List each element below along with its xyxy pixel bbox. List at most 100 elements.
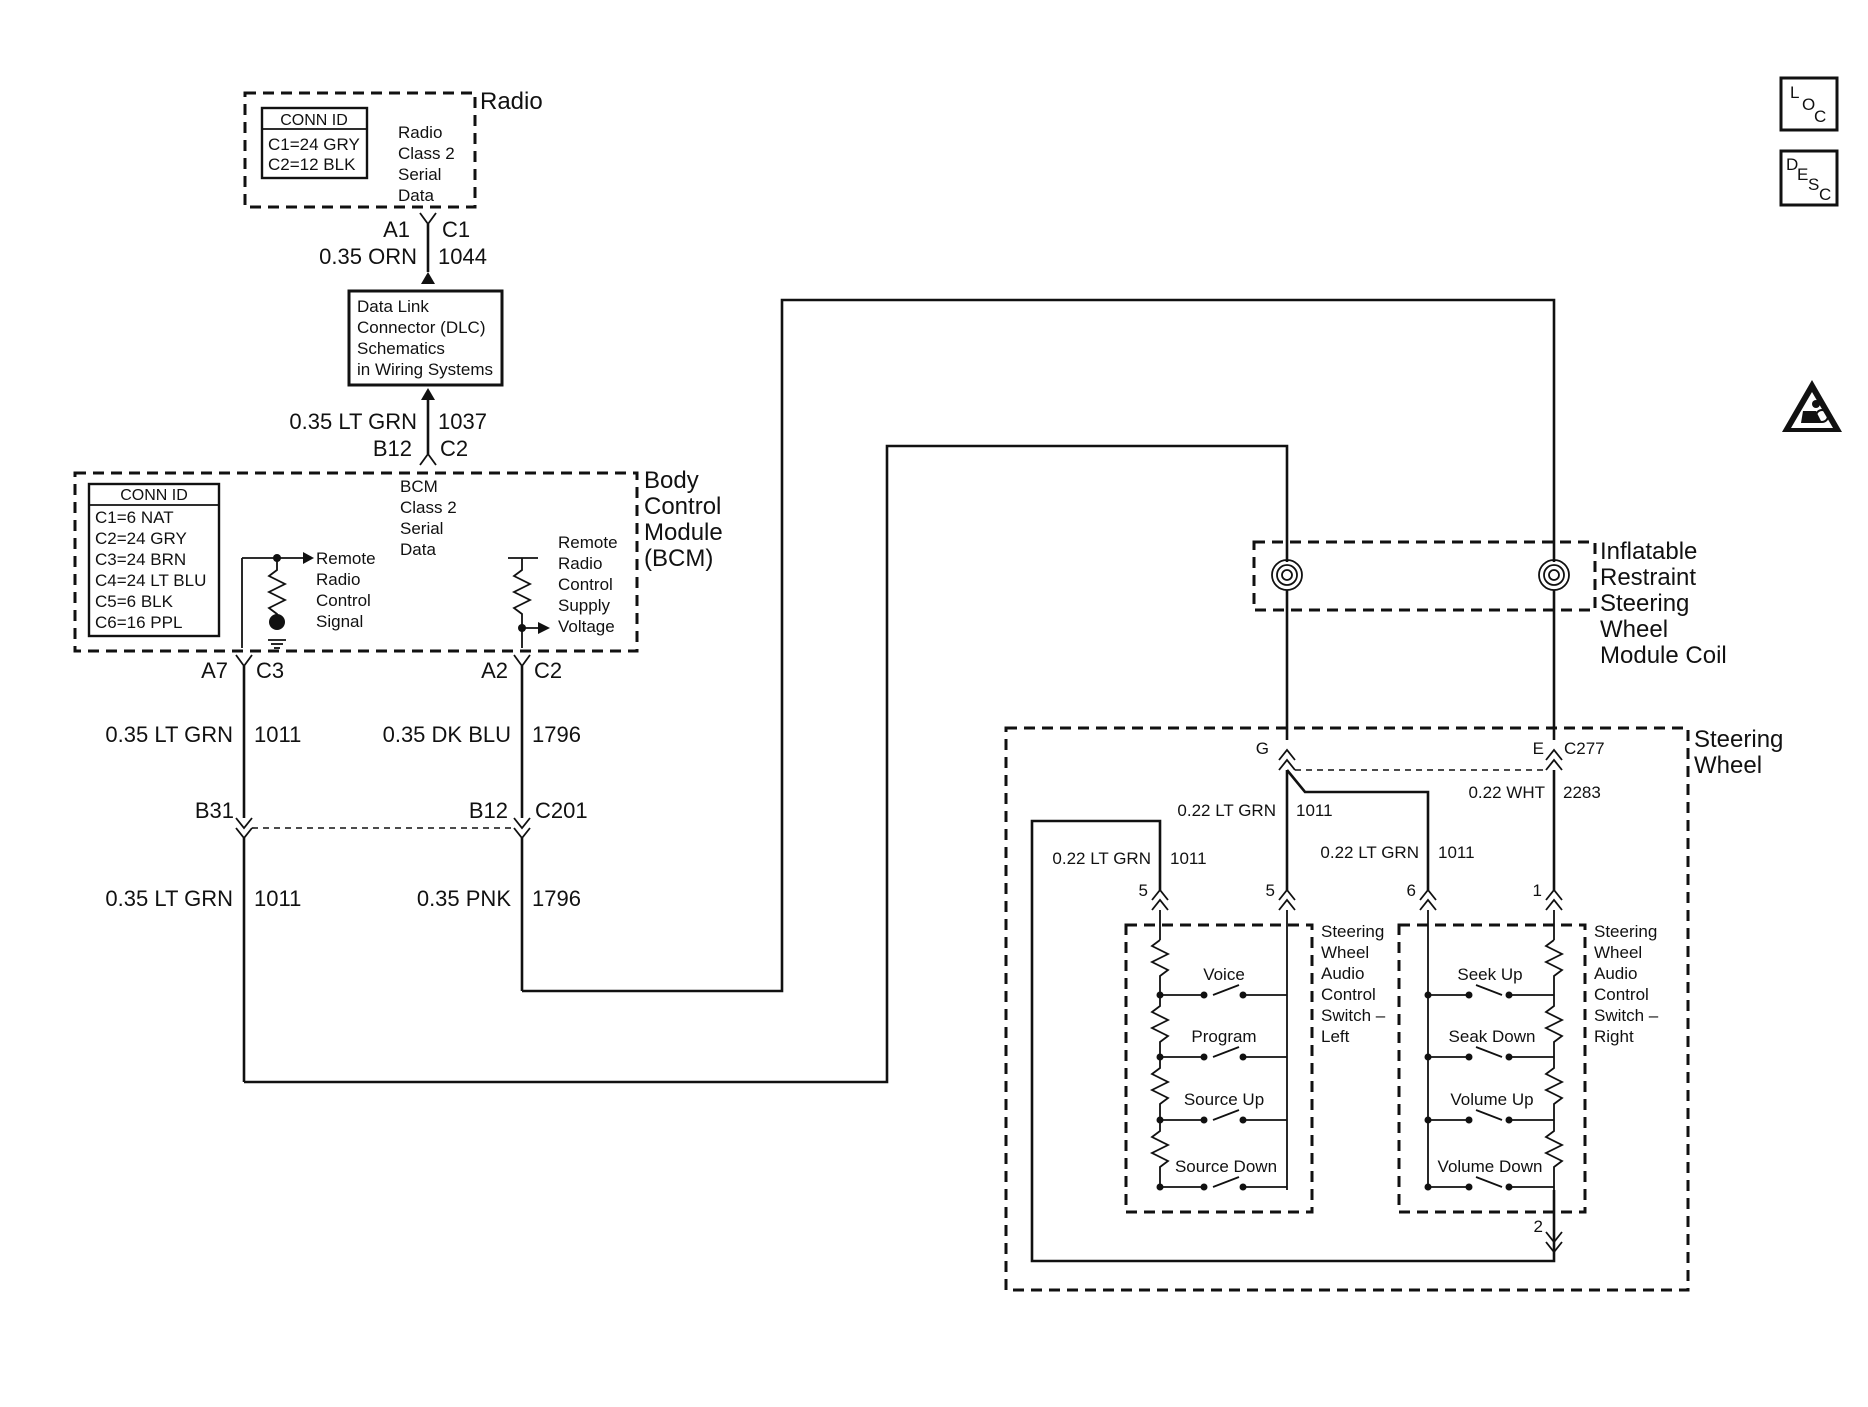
svg-text:Remote: Remote bbox=[316, 549, 376, 568]
svg-text:E: E bbox=[1797, 165, 1808, 184]
svg-text:Program: Program bbox=[1191, 1027, 1256, 1046]
svg-text:1011: 1011 bbox=[1296, 801, 1333, 820]
radio-conn-id-row: C2=12 BLK bbox=[268, 155, 356, 174]
svg-text:S: S bbox=[1808, 175, 1819, 194]
svg-text:Seek Up: Seek Up bbox=[1457, 965, 1522, 984]
switch-seek-up: Seek Up bbox=[1424, 965, 1554, 999]
svg-text:1011: 1011 bbox=[1170, 849, 1207, 868]
svg-text:Supply: Supply bbox=[558, 596, 610, 615]
svg-text:Body: Body bbox=[644, 467, 699, 494]
svg-text:Wheel: Wheel bbox=[1600, 616, 1668, 643]
svg-text:Voltage: Voltage bbox=[558, 617, 615, 636]
desc-icon[interactable]: D E S C bbox=[1779, 149, 1839, 207]
radio-serial-label: Radio Class 2 Serial Data bbox=[398, 123, 455, 205]
svg-text:Left: Left bbox=[1321, 1027, 1350, 1046]
bcm-serial-label: BCM Class 2 Serial Data bbox=[400, 477, 457, 559]
switch-seek-down: Seak Down bbox=[1424, 1027, 1554, 1061]
svg-text:Wheel: Wheel bbox=[1594, 943, 1642, 962]
svg-text:2: 2 bbox=[1534, 1217, 1543, 1236]
bcm-conn-id-table: CONN ID C1=6 NAT C2=24 GRY C3=24 BRN C4=… bbox=[87, 482, 221, 638]
svg-text:BCM: BCM bbox=[400, 477, 438, 496]
airbag-warning-icon[interactable] bbox=[1782, 380, 1842, 432]
connector-label: C277 bbox=[1564, 739, 1605, 758]
coil-spiral-icon bbox=[1271, 559, 1303, 591]
svg-text:Switch –: Switch – bbox=[1594, 1006, 1659, 1025]
svg-text:in Wiring Systems: in Wiring Systems bbox=[357, 360, 493, 379]
svg-text:5: 5 bbox=[1139, 881, 1148, 900]
svg-text:1011: 1011 bbox=[1438, 843, 1475, 862]
svg-text:Serial: Serial bbox=[400, 519, 443, 538]
svg-text:1796: 1796 bbox=[532, 722, 581, 747]
svg-text:Module: Module bbox=[644, 519, 723, 546]
audio-switch-right: Seek Up Seak Down Volume Up bbox=[1397, 910, 1659, 1214]
svg-text:0.22 LT GRN: 0.22 LT GRN bbox=[1177, 801, 1276, 820]
switch-program: Program bbox=[1156, 1027, 1287, 1061]
svg-text:B31: B31 bbox=[195, 798, 234, 823]
bcm-module: Body Control Module (BCM) CONN ID C1=6 N… bbox=[73, 467, 723, 653]
svg-text:G: G bbox=[1256, 739, 1269, 758]
svg-text:B12: B12 bbox=[469, 798, 508, 823]
svg-text:E: E bbox=[1533, 739, 1544, 758]
svg-text:O: O bbox=[1802, 95, 1815, 114]
svg-text:C3: C3 bbox=[256, 658, 284, 683]
svg-text:L: L bbox=[1790, 83, 1799, 102]
wire-gauge-color: 0.35 LT GRN bbox=[289, 409, 417, 434]
pin-label: A1 bbox=[383, 217, 410, 242]
svg-text:D: D bbox=[1786, 155, 1798, 174]
dlc-box: Data Link Connector (DLC) Schematics in … bbox=[347, 289, 504, 387]
bcm-conn-id-row: C3=24 BRN bbox=[95, 550, 186, 569]
svg-text:Right: Right bbox=[1594, 1027, 1634, 1046]
left-harness: A7 C3 A2 C2 0.35 LT GRN 1011 0.35 DK BLU… bbox=[105, 654, 588, 1082]
svg-text:C2: C2 bbox=[534, 658, 562, 683]
switch-voice: Voice bbox=[1156, 965, 1287, 999]
svg-text:0.22 LT GRN: 0.22 LT GRN bbox=[1052, 849, 1151, 868]
svg-text:Connector (DLC): Connector (DLC) bbox=[357, 318, 486, 337]
inflatable-restraint-coil: Inflatable Restraint Steering Wheel Modu… bbox=[1252, 538, 1727, 740]
svg-text:Module Coil: Module Coil bbox=[1600, 642, 1727, 669]
svg-text:Data: Data bbox=[400, 540, 436, 559]
radio-conn-id-row: C1=24 GRY bbox=[268, 135, 360, 154]
connector-label: C201 bbox=[535, 798, 588, 823]
svg-text:Wheel: Wheel bbox=[1321, 943, 1369, 962]
routing-wires bbox=[244, 298, 1556, 1084]
bcm-conn-id-row: C1=6 NAT bbox=[95, 508, 174, 527]
svg-text:(BCM): (BCM) bbox=[644, 545, 713, 572]
svg-text:0.35 LT GRN: 0.35 LT GRN bbox=[105, 722, 233, 747]
loc-icon[interactable]: L O C bbox=[1779, 76, 1839, 132]
svg-text:A7: A7 bbox=[201, 658, 228, 683]
svg-text:Control: Control bbox=[644, 493, 721, 520]
svg-text:0.35 DK BLU: 0.35 DK BLU bbox=[383, 722, 511, 747]
svg-text:Data: Data bbox=[398, 186, 434, 205]
switch-volume-up: Volume Up bbox=[1424, 1090, 1554, 1124]
svg-text:1011: 1011 bbox=[254, 722, 301, 747]
svg-text:Radio: Radio bbox=[316, 570, 360, 589]
svg-text:6: 6 bbox=[1407, 881, 1416, 900]
radio-conn-id-table: CONN ID C1=24 GRY C2=12 BLK bbox=[260, 106, 369, 180]
bcm-conn-id-row: C2=24 GRY bbox=[95, 529, 187, 548]
svg-text:CONN ID: CONN ID bbox=[120, 487, 188, 504]
svg-text:Source Up: Source Up bbox=[1184, 1090, 1264, 1109]
svg-text:Volume Down: Volume Down bbox=[1438, 1157, 1543, 1176]
svg-text:C: C bbox=[1819, 185, 1831, 204]
svg-text:Control: Control bbox=[1321, 985, 1376, 1004]
svg-text:C: C bbox=[1814, 107, 1826, 126]
radio-conn-id-header: CONN ID bbox=[280, 112, 348, 129]
wire-dlc-bcm: 0.35 LT GRN 1037 B12 C2 bbox=[289, 388, 487, 466]
svg-text:0.22 LT GRN: 0.22 LT GRN bbox=[1320, 843, 1419, 862]
svg-text:Serial: Serial bbox=[398, 165, 441, 184]
svg-text:Signal: Signal bbox=[316, 612, 363, 631]
svg-text:Volume Up: Volume Up bbox=[1450, 1090, 1533, 1109]
svg-text:Control: Control bbox=[316, 591, 371, 610]
svg-text:Inflatable: Inflatable bbox=[1600, 538, 1697, 565]
svg-text:0.35 PNK: 0.35 PNK bbox=[417, 886, 511, 911]
svg-text:Steering: Steering bbox=[1600, 590, 1689, 617]
svg-text:1: 1 bbox=[1533, 881, 1542, 900]
switch-source-up: Source Up bbox=[1156, 1090, 1287, 1124]
svg-text:Source Down: Source Down bbox=[1175, 1157, 1277, 1176]
svg-text:Wheel: Wheel bbox=[1694, 752, 1762, 779]
wire-gauge-color: 0.35 ORN bbox=[319, 244, 417, 269]
pin-label: C1 bbox=[442, 217, 470, 242]
audio-switch-left: Voice Program Source Up bbox=[1124, 910, 1386, 1214]
svg-text:2283: 2283 bbox=[1563, 783, 1601, 802]
pin-label: C2 bbox=[440, 436, 468, 461]
